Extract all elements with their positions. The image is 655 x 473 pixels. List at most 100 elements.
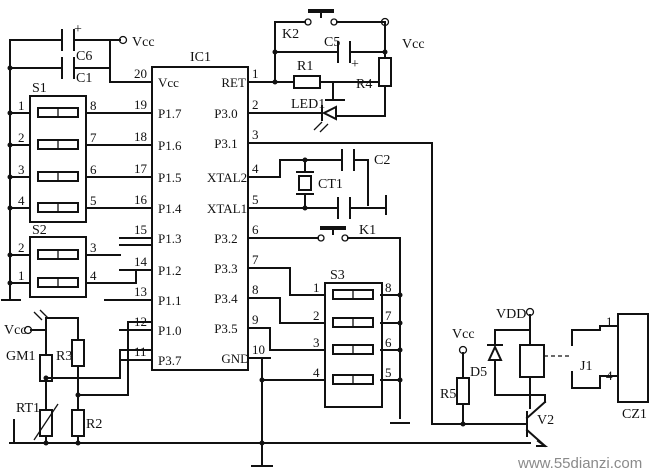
c1-capacitor-symbol — [61, 57, 75, 79]
ic1-left-pin-number: 15 — [134, 222, 147, 237]
r3b-resistor — [71, 339, 85, 367]
dip-right-pin-number: 7 — [90, 130, 97, 145]
dip-left-pin-number: 1 — [18, 98, 25, 113]
ic1-right-pin-number: 1 — [252, 66, 259, 81]
dip-right-pin-number: 8 — [90, 98, 97, 113]
j1-top-wire — [571, 325, 619, 331]
ic1-left-pin-name: P1.1 — [158, 293, 181, 308]
dip-left-pin-number: 2 — [18, 130, 25, 145]
gm1-light-rays — [33, 309, 49, 321]
c2-label: C2 — [374, 153, 390, 168]
ic1-right-pin-number: 4 — [252, 161, 259, 176]
cz1-connector — [617, 313, 649, 403]
ic1-left-pin-number: 13 — [134, 284, 147, 299]
c5-plus-label: + — [351, 57, 359, 72]
c5-capacitor-symbol — [337, 41, 351, 63]
ct1-crystal — [298, 175, 312, 191]
p33-wire — [247, 267, 326, 296]
ic1-right-pin-number: 7 — [252, 252, 259, 267]
c6-label: C6 — [76, 49, 92, 64]
dip-left-pin-number: 3 — [18, 162, 25, 177]
ic1-left-pin-name: P1.2 — [158, 263, 181, 278]
wire-junction-dot — [7, 142, 13, 148]
ic1-left-pin-name: P1.5 — [158, 170, 181, 185]
wire-junction-dot — [7, 252, 13, 258]
led1-diode-symbol — [321, 105, 337, 121]
ic1-right-pin-number: 10 — [252, 342, 265, 357]
wire-junction-dot — [259, 377, 265, 383]
ic1-left-pin-number: 20 — [134, 66, 147, 81]
ic1-left-pin-number: 19 — [134, 97, 147, 112]
dip-left-pin-number: 1 — [313, 280, 320, 295]
r2-label: R2 — [86, 417, 102, 432]
ic1-right-pin-name: P3.1 — [214, 136, 237, 151]
ic1-right-pin-name: XTAL2 — [207, 170, 247, 185]
p35-wire — [247, 327, 326, 351]
ic1-left-pin-number: 14 — [134, 254, 148, 269]
k2-contact-b — [330, 18, 338, 26]
wire-junction-dot — [43, 440, 49, 446]
ic1-body — [151, 66, 249, 371]
ic1-right-pin-name: P3.0 — [214, 106, 237, 121]
cz1-pin-4: 4 — [606, 368, 613, 383]
ic1-left-pin-name: P3.7 — [158, 353, 182, 368]
v2-collector-wire — [529, 394, 546, 403]
wire-junction-dot — [7, 174, 13, 180]
c1-wire — [9, 67, 153, 83]
ic1-right-pin-number: 5 — [252, 192, 259, 207]
dip-left-pin-number: 4 — [18, 193, 25, 208]
r4-resistor — [378, 57, 392, 87]
wire-junction-dot — [397, 347, 403, 353]
c6-plus-label: + — [74, 22, 82, 37]
dip-right-pin-number: 4 — [90, 268, 97, 283]
dip-right-pin-number: 7 — [385, 308, 392, 323]
c3-capacitor-symbol — [337, 197, 351, 219]
r4-led-wire — [337, 85, 386, 117]
wire-junction-dot — [7, 280, 13, 286]
vcc-terminal — [118, 35, 128, 45]
sensor-top-wire — [45, 317, 79, 341]
dip-left-pin-number: 2 — [313, 308, 320, 323]
relay-coil — [519, 344, 545, 378]
ic1-right-pin-name: P3.4 — [214, 291, 238, 306]
ic1-left-pin-name: Vcc — [158, 75, 179, 90]
p12-wire — [119, 269, 153, 284]
wire-junction-dot — [7, 65, 13, 71]
ic1-left-pin-number: 18 — [134, 129, 147, 144]
gnd-wire — [247, 357, 263, 467]
led1-light-rays — [313, 121, 329, 133]
wire-junction-dot — [272, 79, 278, 85]
k2-label: K2 — [282, 27, 299, 42]
k1-label: K1 — [359, 223, 376, 238]
ic1-right-pin-number: 3 — [252, 127, 259, 142]
k1-button-cap — [320, 226, 346, 230]
ic1-right-pin-name: RET — [221, 75, 246, 90]
vcc-label-r5: Vcc — [452, 327, 475, 342]
ic1-left-pin-number: 17 — [134, 161, 148, 176]
wire-junction-dot — [259, 440, 265, 446]
ct1-label: CT1 — [318, 177, 343, 192]
wire-junction-dot — [382, 49, 388, 55]
gm1-label: GM1 — [6, 349, 36, 364]
ic1-right-pin-name: GND — [221, 351, 249, 366]
rt1-arrow — [33, 403, 59, 441]
ic1-left-pin-name: P1.0 — [158, 323, 181, 338]
dip-right-pin-number: 5 — [90, 193, 97, 208]
dip-right-pin-number: 5 — [385, 365, 392, 380]
ic1-right-pin-name: P3.3 — [214, 261, 237, 276]
ic1-left-pin-name: P1.3 — [158, 231, 181, 246]
k1-contact-b — [341, 234, 349, 242]
dip-right-pin-number: 6 — [90, 162, 97, 177]
c6-capacitor-symbol — [61, 29, 75, 51]
vcc-label-right: Vcc — [402, 37, 425, 52]
v2-emitter-arrow — [536, 439, 549, 447]
vdd-label: VDD — [496, 307, 526, 322]
p34-wire — [247, 297, 326, 324]
cz1-pin-1: 1 — [606, 314, 613, 329]
dip-right-pin-number: 3 — [90, 240, 97, 255]
r5-label: R5 — [440, 387, 456, 402]
